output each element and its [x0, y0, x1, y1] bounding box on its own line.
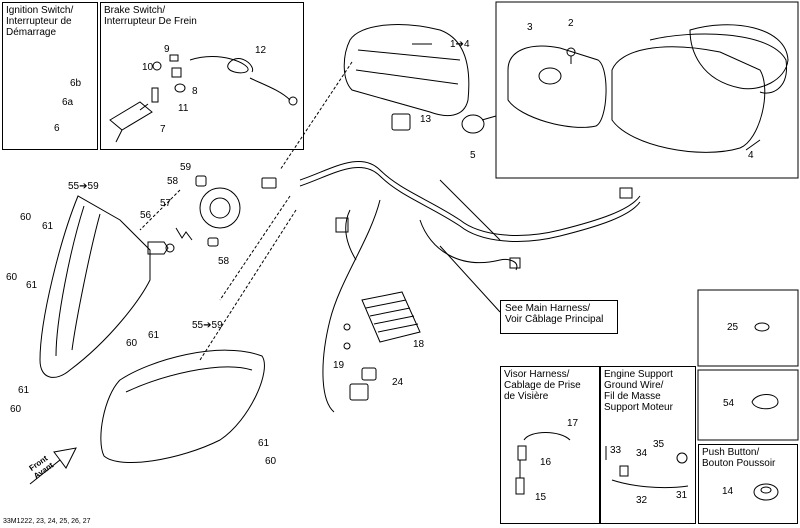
front-arrow-icon — [29, 447, 77, 485]
callout-60-b: 60 — [6, 272, 18, 283]
callout-16: 16 — [540, 457, 552, 468]
right-headlight-icon — [100, 349, 265, 464]
instrument-cluster-icon — [343, 24, 470, 117]
callout-13: 13 — [420, 114, 432, 125]
callout-7: 7 — [160, 124, 166, 135]
gauge-lens-icon — [689, 24, 789, 90]
callout-55-to-59-bottom: 55➔59 — [192, 320, 223, 331]
callout-25: 25 — [727, 322, 739, 333]
ignition-switch-box: Ignition Switch/ Interrupteur de Démarra… — [2, 2, 98, 150]
callout-33: 33 — [610, 445, 622, 456]
wiring-harness-icon — [261, 160, 641, 413]
push-button-title: Push Button/ Bouton Poussoir — [702, 447, 776, 469]
brake-switch-title: Brake Switch/ Interrupteur De Frein — [104, 5, 197, 27]
callout-61-a: 61 — [42, 221, 54, 232]
callout-14: 14 — [722, 486, 734, 497]
callout-2: 2 — [568, 18, 574, 29]
callout-32: 32 — [636, 495, 648, 506]
main-harness-note: See Main Harness/ Voir Câblage Principal — [500, 300, 618, 334]
bulb-icon — [147, 241, 175, 255]
callout-5: 5 — [470, 150, 476, 161]
small-fittings-icon — [151, 54, 186, 103]
visor-harness-title: Visor Harness/ Cablage de Prise de Visiè… — [504, 369, 581, 402]
brake-switch-box: Brake Switch/ Interrupteur De Frein — [100, 2, 304, 150]
left-headlight-icon — [39, 195, 151, 378]
headlight-socket-icon — [199, 187, 241, 229]
callout-60-c: 60 — [126, 338, 138, 349]
screw-icon — [566, 47, 576, 64]
callout-3: 3 — [527, 22, 533, 33]
callout-8: 8 — [192, 86, 198, 97]
callout-31: 31 — [676, 490, 688, 501]
connector-icon-2 — [349, 383, 369, 401]
harness-leader-line — [439, 245, 501, 313]
plug-icon — [754, 322, 770, 332]
nut-icon — [343, 342, 351, 350]
reference-code: 33M1222, 23, 24, 25, 26, 27 — [3, 518, 91, 525]
push-button-icon — [753, 483, 779, 501]
callout-4: 4 — [748, 150, 754, 161]
callout-15: 15 — [535, 492, 547, 503]
ignition-switch-title: Ignition Switch/ Interrupteur de Démarra… — [6, 5, 74, 38]
callout-17: 17 — [567, 418, 579, 429]
toggle-switch-icon — [391, 113, 411, 131]
callout-10: 10 — [142, 62, 154, 73]
connector-icon — [361, 367, 377, 381]
callout-1-to-4: 1➔4 — [450, 39, 470, 50]
visor-harness-box: Visor Harness/ Cablage de Prise de Visiè… — [500, 366, 600, 524]
seal-icon — [751, 394, 779, 410]
nut-icon-2 — [343, 323, 351, 331]
callout-61-d: 61 — [18, 385, 30, 396]
callout-54: 54 — [723, 398, 735, 409]
callout-60-a: 60 — [20, 212, 32, 223]
gauge-bezel-icon — [507, 45, 607, 128]
gauge-gasket-icon — [461, 114, 485, 134]
ground-wire-icon — [605, 446, 689, 489]
callout-61-c: 61 — [148, 330, 160, 341]
callout-55-to-59-top: 55➔59 — [68, 181, 99, 192]
gauge-housing-icon — [611, 33, 787, 153]
callout-19: 19 — [333, 360, 345, 371]
callout-58-top: 58 — [167, 176, 179, 187]
callout-24: 24 — [392, 377, 404, 388]
callout-61-b: 61 — [26, 280, 38, 291]
callout-61-e: 61 — [258, 438, 270, 449]
engine-support-title: Engine Support Ground Wire/ Fil de Masse… — [604, 369, 673, 413]
grommet-icon — [195, 175, 207, 187]
callout-6a: 6a — [62, 97, 74, 108]
engine-support-box: Engine Support Ground Wire/ Fil de Masse… — [600, 366, 696, 524]
grommet-icon-2 — [207, 237, 219, 247]
callout-9: 9 — [164, 44, 170, 55]
callout-59: 59 — [180, 162, 192, 173]
callout-60-e: 60 — [265, 456, 277, 467]
voltage-regulator-icon — [361, 291, 421, 343]
callout-11: 11 — [178, 103, 189, 114]
callout-34: 34 — [636, 448, 648, 459]
callout-60-d: 60 — [10, 404, 22, 415]
callout-18: 18 — [413, 339, 425, 350]
callout-6: 6 — [54, 123, 60, 134]
brake-switch-icon — [109, 101, 153, 143]
callout-6b: 6b — [70, 78, 82, 89]
brake-cable-icon — [189, 56, 291, 101]
cable-terminal-icon — [288, 96, 298, 106]
callout-12: 12 — [255, 45, 267, 56]
push-button-box: Push Button/ Bouton Poussoir — [698, 444, 798, 524]
spring-clip-icon — [175, 227, 193, 241]
visor-harness-icon — [515, 432, 571, 495]
callout-56: 56 — [140, 210, 152, 221]
callout-35: 35 — [653, 439, 665, 450]
callout-57: 57 — [160, 198, 172, 209]
callout-58-bottom: 58 — [218, 256, 230, 267]
